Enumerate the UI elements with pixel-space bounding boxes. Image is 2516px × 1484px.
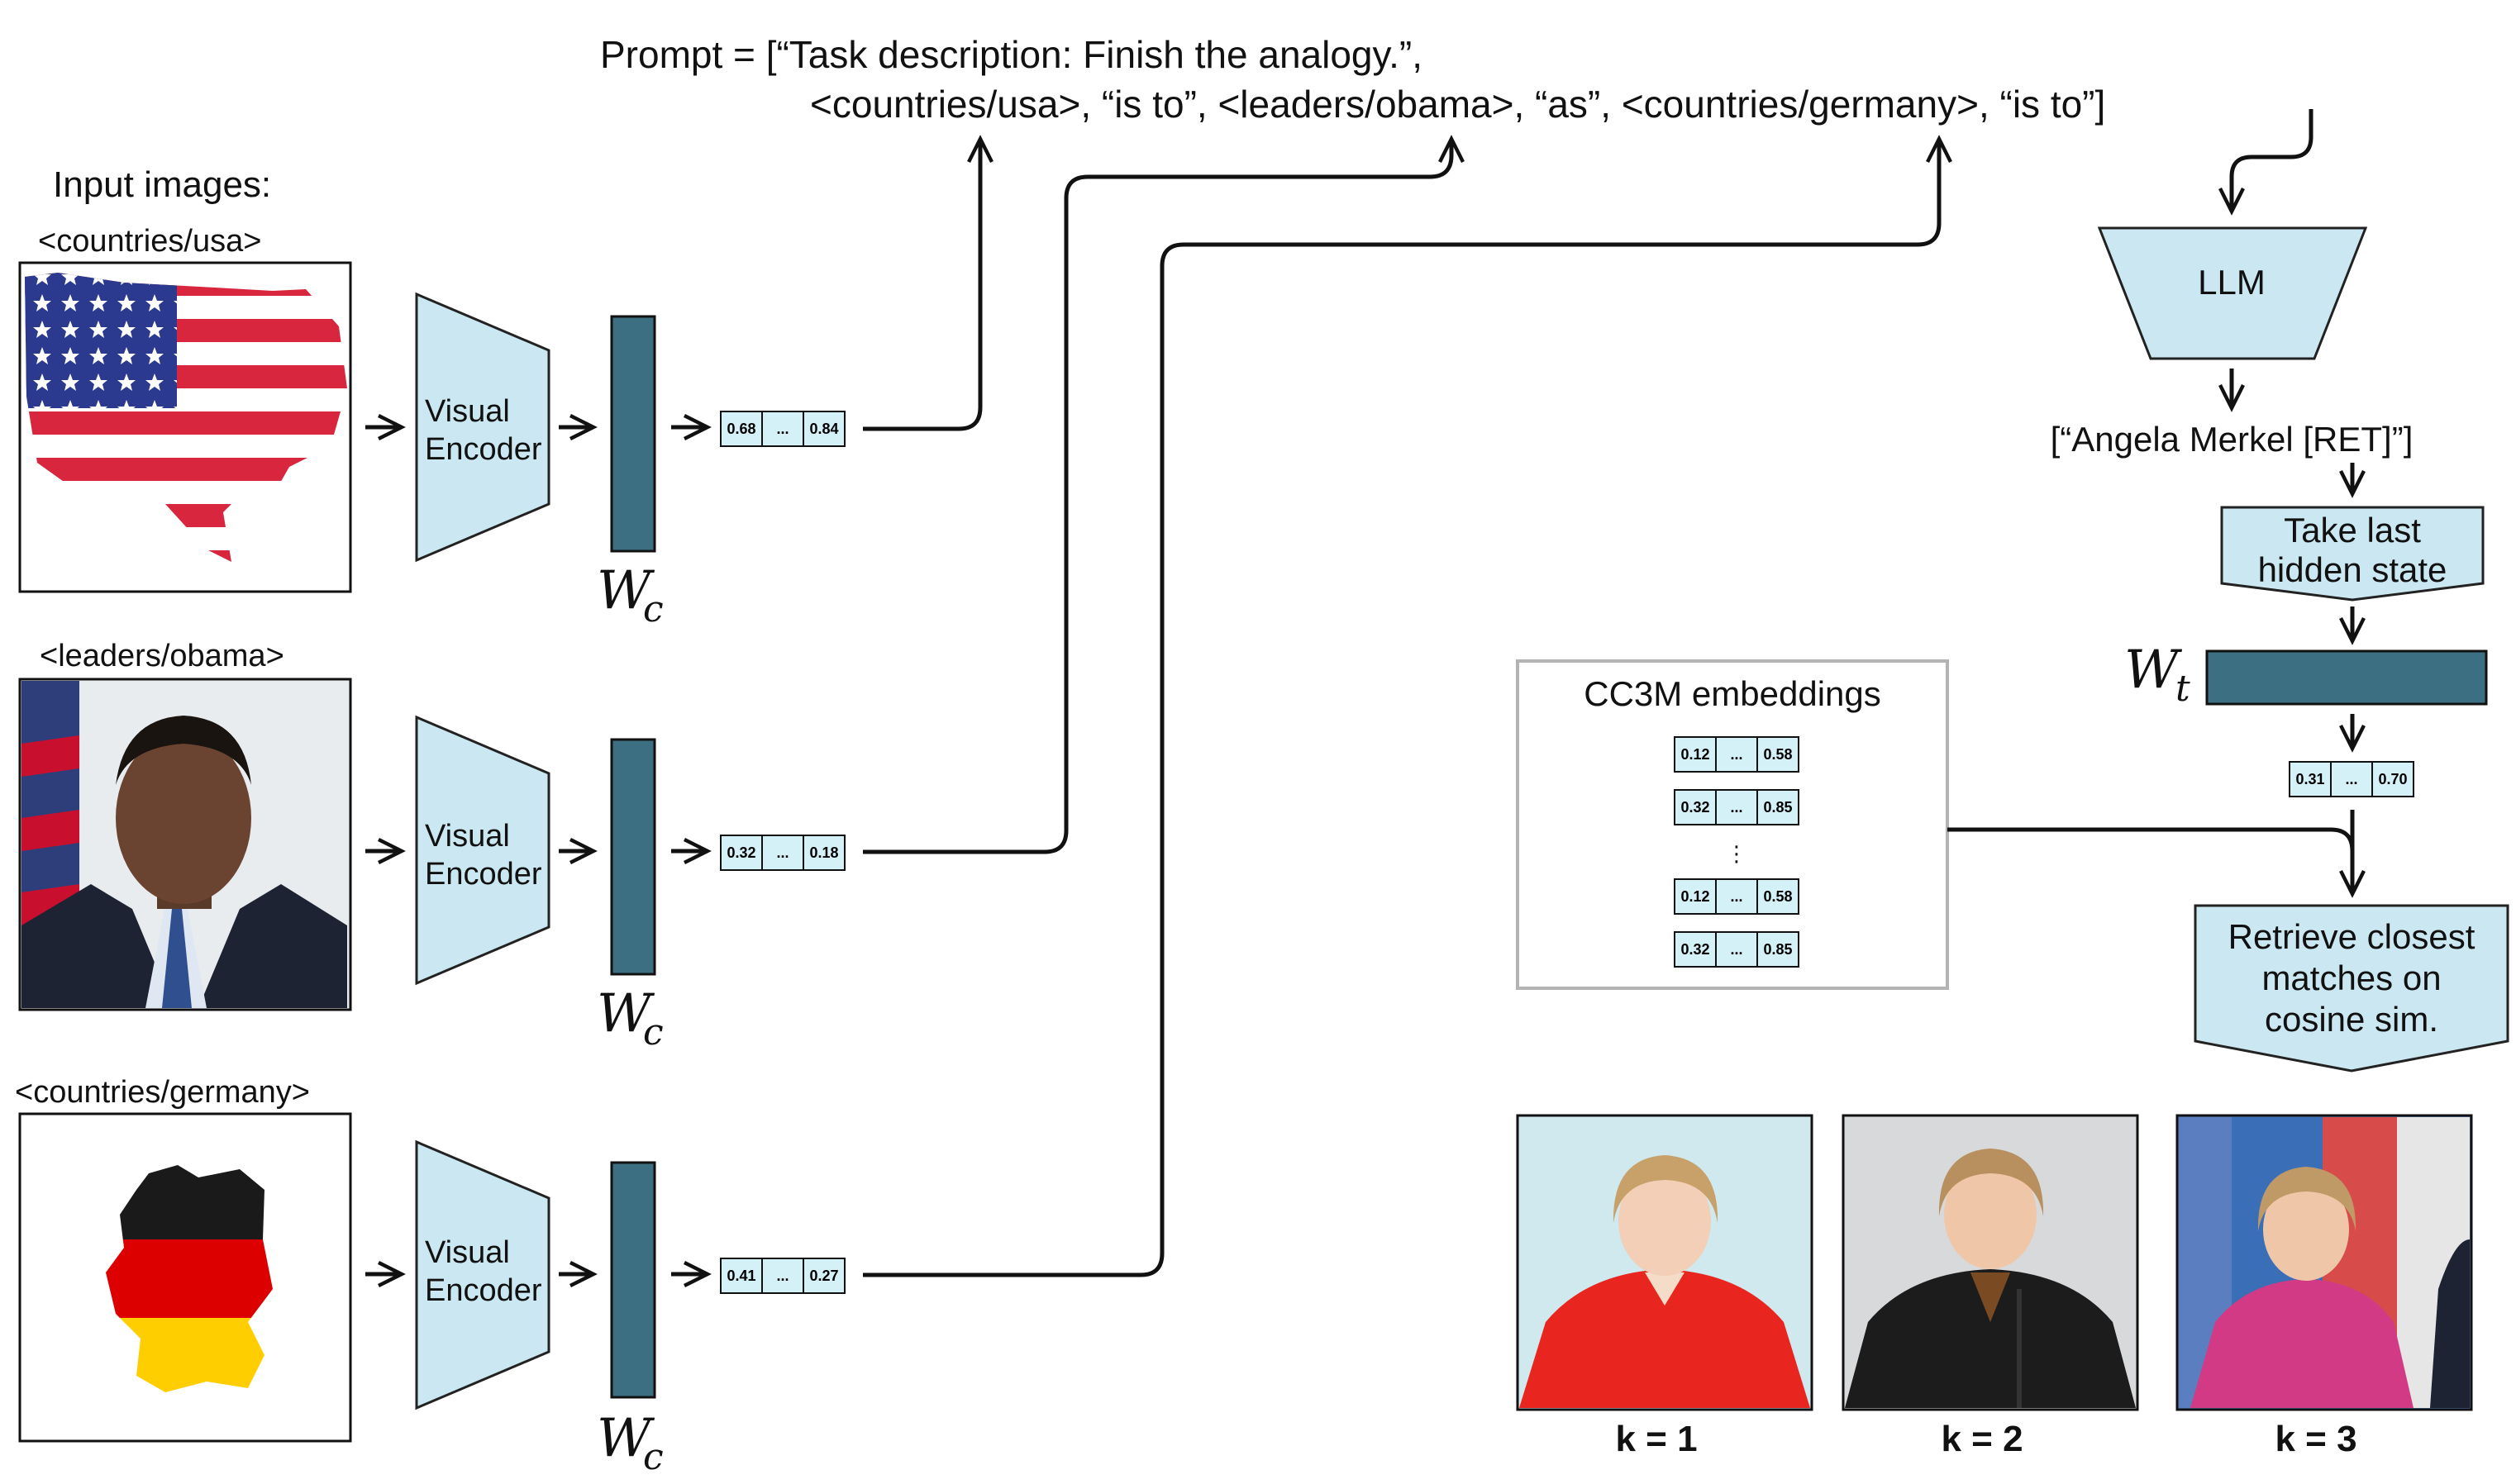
wc-label-usa: W c xyxy=(597,560,664,630)
retrieve-label-line1: Retrieve closest xyxy=(2228,917,2475,956)
svg-text:c: c xyxy=(643,588,664,630)
svg-text:t: t xyxy=(2175,668,2190,710)
prompt-line-1: Prompt = [“Task description: Finish the … xyxy=(600,33,1422,76)
hidden-state-block: Take last hidden state xyxy=(2220,506,2485,602)
connector-prompt-to-llm xyxy=(2218,109,2313,216)
vector-cell: ... xyxy=(776,844,789,861)
visual-encoder-label-line1: Visual xyxy=(425,394,510,429)
svg-text:W: W xyxy=(597,1408,655,1469)
visual-encoder-germany: Visual Encoder xyxy=(415,1139,550,1410)
visual-encoder-label-line1: Visual xyxy=(425,819,510,854)
vector-cell: 0.84 xyxy=(809,421,838,437)
result-image-k3 xyxy=(2175,1114,2473,1411)
text-embedding-vector: 0.31 ... 0.70 xyxy=(2289,761,2414,797)
vector-cell: 0.85 xyxy=(1763,799,1792,816)
connector-cc3m-to-retrieve xyxy=(1947,827,2366,898)
input-tag-obama: <leaders/obama> xyxy=(40,639,284,673)
result-label-k3: k = 3 xyxy=(2275,1419,2356,1459)
prompt-line-2: <countries/usa>, “is to”, <leaders/obama… xyxy=(810,83,2105,126)
connector-obama-to-prompt xyxy=(863,135,1465,854)
connector-usa-to-prompt xyxy=(863,135,994,431)
cc3m-vector: 0.12 ... 0.58 xyxy=(1674,736,1799,773)
vector-cell: 0.18 xyxy=(809,844,838,861)
visual-encoder-obama: Visual Encoder xyxy=(415,715,550,986)
hidden-state-label-line2: hidden state xyxy=(2258,550,2447,589)
vector-cell: ... xyxy=(776,1268,789,1284)
input-images-heading: Input images: xyxy=(53,164,271,205)
vector-cell: 0.70 xyxy=(2378,771,2407,787)
cc3m-vector: 0.32 ... 0.85 xyxy=(1674,789,1799,825)
visual-encoder-label-line2: Encoder xyxy=(425,1273,542,1308)
wc-projection-bar-usa xyxy=(610,315,656,553)
vector-cell: 0.32 xyxy=(1680,941,1709,958)
vector-cell: ... xyxy=(1730,799,1742,816)
vector-cell: 0.68 xyxy=(727,421,755,437)
embedding-vector-usa: 0.68 ... 0.84 xyxy=(720,411,846,447)
wc-label-germany: W c xyxy=(597,1408,664,1478)
vector-cell: 0.85 xyxy=(1763,941,1792,958)
cc3m-title: CC3M embeddings xyxy=(1584,674,1881,713)
vector-cell: ... xyxy=(1730,941,1742,958)
connector-lines xyxy=(863,109,2313,1277)
retrieve-block: Retrieve closest matches on cosine sim. xyxy=(2194,904,2509,1073)
vector-cell: 0.31 xyxy=(2295,771,2324,787)
visual-encoder-label-line2: Encoder xyxy=(425,432,542,467)
svg-text:W: W xyxy=(597,983,655,1044)
llm-block: LLM xyxy=(2097,226,2368,360)
visual-encoder-label-line2: Encoder xyxy=(425,857,542,892)
embedding-vector-germany: 0.41 ... 0.27 xyxy=(720,1258,846,1294)
hidden-state-label-line1: Take last xyxy=(2284,511,2421,549)
vector-cell: ... xyxy=(776,421,789,437)
vector-cell: 0.41 xyxy=(727,1268,755,1284)
visual-encoder-label-line1: Visual xyxy=(425,1235,510,1270)
retrieve-label-line3: cosine sim. xyxy=(2265,1000,2438,1039)
visual-encoder-usa: Visual Encoder xyxy=(415,292,550,563)
obama-portrait-image xyxy=(18,678,352,1011)
wc-projection-bar-obama xyxy=(610,738,656,976)
input-tag-usa: <countries/usa> xyxy=(38,224,261,259)
svg-text:c: c xyxy=(643,1436,664,1478)
vector-cell: 0.58 xyxy=(1763,888,1792,905)
embedding-vector-obama: 0.32 ... 0.18 xyxy=(720,835,846,871)
wc-projection-bar-germany xyxy=(610,1161,656,1399)
retrieval-connectors xyxy=(1947,810,2366,898)
vector-cell: ... xyxy=(1730,888,1742,905)
cc3m-vector: 0.12 ... 0.58 xyxy=(1674,878,1799,915)
result-label-k2: k = 2 xyxy=(1941,1419,2023,1459)
result-image-k2 xyxy=(1842,1114,2139,1411)
cc3m-embeddings-box: CC3M embeddings 0.12 ... 0.58 0.32 ... 0… xyxy=(1516,659,1949,990)
svg-text:W: W xyxy=(2124,640,2183,701)
vector-cell: 0.12 xyxy=(1680,746,1709,763)
germany-flag-map-image xyxy=(18,1112,352,1443)
result-label-k1: k = 1 xyxy=(1615,1419,1697,1459)
result-image-k1 xyxy=(1516,1114,1813,1411)
wt-projection-bar xyxy=(2205,649,2488,706)
vector-cell: ... xyxy=(2345,771,2357,787)
vector-cell: 0.32 xyxy=(1680,799,1709,816)
usa-flag-map-image xyxy=(18,261,352,593)
cc3m-vector: 0.32 ... 0.85 xyxy=(1674,931,1799,968)
svg-text:W: W xyxy=(597,560,655,621)
retrieve-label-line2: matches on xyxy=(2261,958,2441,997)
cc3m-ellipsis: ⋮ xyxy=(1726,841,1747,866)
vector-cell: 0.12 xyxy=(1680,888,1709,905)
vector-cell: 0.58 xyxy=(1763,746,1792,763)
wc-label-obama: W c xyxy=(597,983,664,1054)
input-tag-germany: <countries/germany> xyxy=(15,1075,310,1110)
vector-cell: 0.27 xyxy=(809,1268,838,1284)
llm-output-text: [“Angela Merkel [RET]”] xyxy=(2051,420,2414,459)
vector-cell: 0.32 xyxy=(727,844,755,861)
vector-cell: ... xyxy=(1730,746,1742,763)
connector-germany-to-prompt xyxy=(863,135,1952,1277)
wt-label: W t xyxy=(2124,640,2190,710)
svg-text:c: c xyxy=(643,1011,664,1054)
llm-label: LLM xyxy=(2198,263,2266,302)
